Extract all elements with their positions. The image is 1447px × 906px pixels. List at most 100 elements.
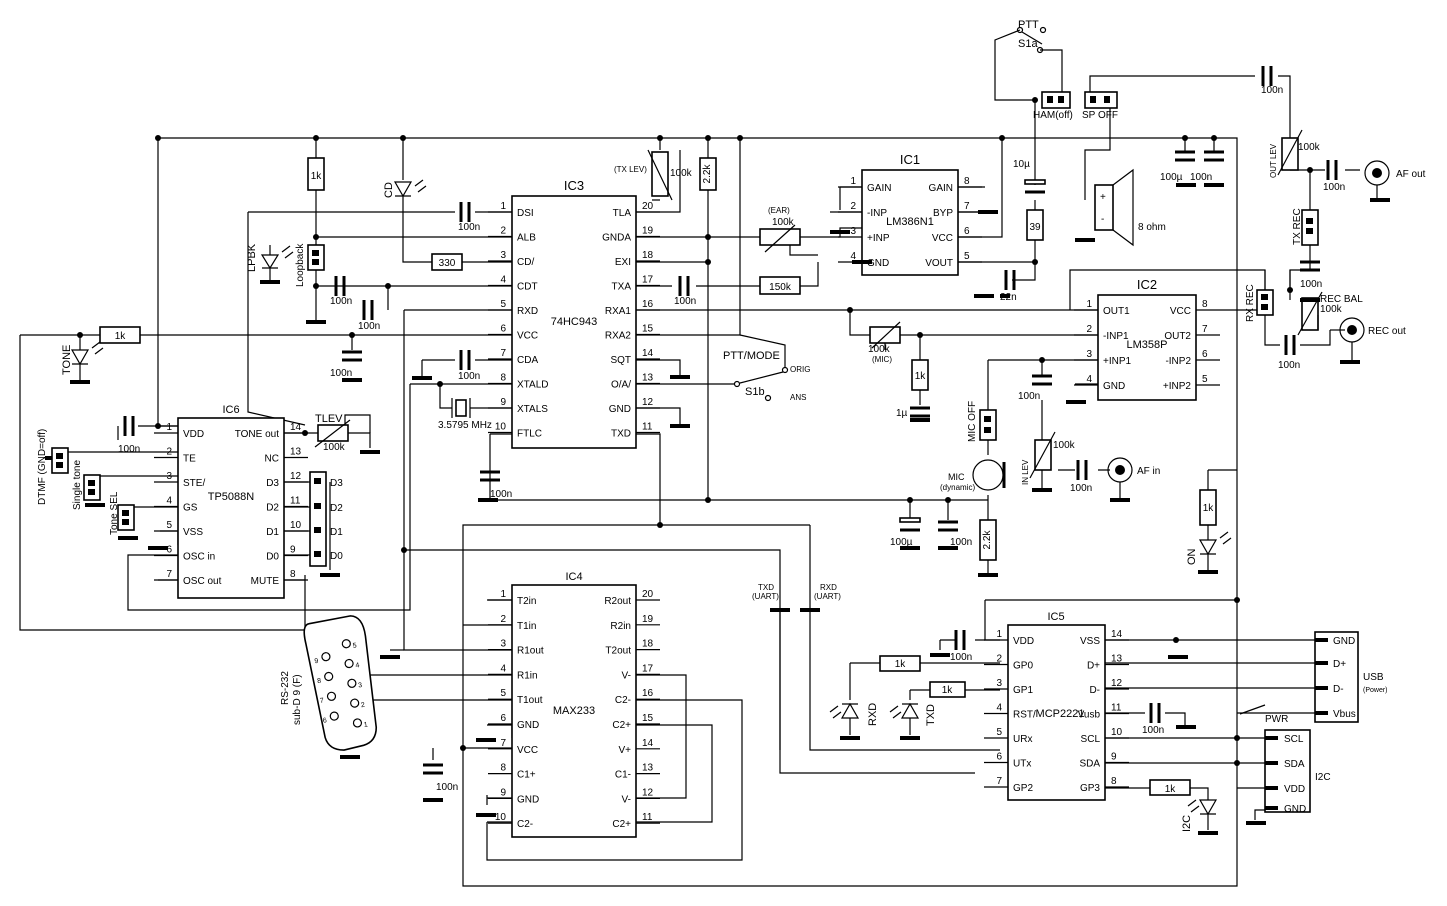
jumpers: Loopback DTMF (GND=off) Single tone Tone… [37, 91, 1319, 567]
ic2-pin-name: -INP2 [1165, 356, 1191, 367]
svg-text:100n: 100n [436, 782, 458, 793]
ic1-lm386: IC1 LM386N1 [861, 152, 959, 276]
ic6-pin-number: 4 [166, 496, 172, 507]
ic1-pin-name: GND [867, 258, 889, 269]
ic6-pin-name: OSC in [183, 552, 215, 563]
svg-text:1k: 1k [895, 659, 907, 670]
svg-text:100n: 100n [950, 652, 972, 663]
ic6-pin-name: D0 [266, 552, 279, 563]
ic2-pin-name: GND [1103, 381, 1125, 392]
svg-text:100n: 100n [358, 321, 380, 332]
svg-text:100n: 100n [330, 368, 352, 379]
svg-text:MIC: MIC [948, 472, 965, 482]
svg-text:-: - [1101, 214, 1104, 225]
ic2-pin-number: 4 [1086, 374, 1092, 385]
crystal: 3.5795 MHz [438, 398, 492, 431]
ic6-pin-name: D2 [266, 503, 279, 514]
cap-cdt-1: 100n [330, 276, 352, 307]
ic3-pin-number: 9 [500, 397, 506, 408]
ic6-pin-number: 12 [290, 471, 302, 482]
svg-text:D1: D1 [330, 527, 343, 538]
cap-dsi: 100n [458, 202, 480, 233]
resistor-1k-rxd: 1k [879, 655, 921, 672]
ic5-pin-number: 13 [1111, 654, 1123, 665]
ic3-pin-number: 19 [642, 226, 654, 237]
ic2-lm358: IC2 LM358P [1097, 277, 1197, 401]
svg-text:100k: 100k [1320, 304, 1343, 315]
ic6-pin-number: 9 [290, 545, 296, 556]
svg-text:100n: 100n [674, 296, 696, 307]
svg-text:2: 2 [361, 702, 366, 709]
ic6-part: TP5088N [208, 491, 255, 503]
ic3-pin-name: O/A/ [611, 380, 631, 391]
svg-text:D2: D2 [330, 503, 343, 514]
ic4-pin-number: 18 [642, 639, 654, 650]
pot-mic: 100k (MIC) [868, 321, 901, 364]
ic2-pin-name: -INP1 [1103, 331, 1129, 342]
svg-text:1k: 1k [942, 685, 954, 696]
pot-in-lev: 100k IN LEV [1021, 431, 1076, 485]
pot-out-lev: 100k OUT LEV [1269, 129, 1321, 178]
ic3-pin-number: 18 [642, 250, 654, 261]
svg-text:1: 1 [363, 722, 368, 729]
ic3-pin-name: XTALS [517, 404, 548, 415]
ic5-pin-number: 14 [1111, 629, 1123, 640]
svg-text:100n: 100n [950, 537, 972, 548]
ic3-pin-name: FTLC [517, 429, 542, 440]
ic5-pin-number: 3 [996, 678, 1002, 689]
resistor-1k-on: 1k [1199, 489, 1217, 526]
ic4-pin-name: R1out [517, 646, 544, 657]
jumper-single-tone: Single tone [72, 460, 101, 510]
resistor-1k-tone: 1k [99, 326, 141, 344]
ic3-pin-number: 12 [642, 397, 654, 408]
ic2-pin-number: 8 [1202, 299, 1208, 310]
svg-text:100k: 100k [772, 217, 795, 228]
ic5-mcp2221: IC5 MCP2221 [1007, 611, 1106, 801]
ic4-pin-number: 1 [500, 589, 506, 600]
ic5-pin-name: SCL [1081, 734, 1101, 745]
ic3-74hc943: IC3 74HC943 [511, 178, 637, 449]
leds: CD LPBK TONE ON RXD TXD I2C [61, 179, 1232, 832]
svg-text:ORIG: ORIG [790, 365, 810, 374]
ic6-pin-name: TONE out [235, 429, 279, 440]
ic2-pin-name: +INP1 [1103, 356, 1132, 367]
ic5-part: MCP2221 [1036, 708, 1085, 720]
svg-text:CD: CD [383, 182, 395, 198]
led-lpbk: LPBK [246, 243, 294, 280]
svg-text:150k: 150k [769, 282, 792, 293]
ic4-pin-name: C2+ [612, 720, 631, 731]
ic3-pin-name: RXA2 [605, 331, 632, 342]
ic6-pin-name: STE/ [183, 478, 205, 489]
ic4-pin-number: 19 [642, 614, 654, 625]
svg-text:ANS: ANS [790, 393, 806, 402]
ic1-pin-number: 3 [850, 226, 856, 237]
ic4-pin-name: C2- [517, 819, 533, 830]
ic4-part: MAX233 [553, 705, 595, 717]
resistor-150k: 150k [759, 276, 801, 295]
svg-text:100n: 100n [118, 444, 140, 455]
ic3-pin-number: 3 [500, 250, 506, 261]
ic4-pin-name: R2in [610, 621, 631, 632]
svg-text:100k: 100k [323, 442, 346, 453]
ic5-pin-number: 11 [1111, 703, 1122, 714]
ic4-pin-number: 11 [642, 812, 653, 823]
ic3-pin-name: CDA [517, 355, 538, 366]
svg-text:GND: GND [1284, 804, 1306, 815]
svg-text:9: 9 [314, 658, 319, 665]
svg-text:Vbus: Vbus [1333, 709, 1356, 720]
led-on: ON [1186, 531, 1232, 570]
svg-text:6: 6 [322, 717, 327, 724]
svg-text:IN LEV: IN LEV [1021, 459, 1030, 485]
svg-text:100n: 100n [1070, 483, 1092, 494]
svg-text:SCL: SCL [1284, 734, 1304, 745]
ic5-pin-number: 10 [1111, 727, 1123, 738]
svg-text:PTT/MODE: PTT/MODE [723, 350, 780, 362]
ic5-pin-name: GP0 [1013, 661, 1033, 672]
cap-100u-top: 100µ [1160, 150, 1195, 183]
svg-text:1k: 1k [915, 371, 927, 382]
svg-text:RX REC: RX REC [1245, 284, 1256, 322]
resistor-1k-mic: 1k [911, 359, 929, 391]
svg-text:4: 4 [355, 662, 360, 669]
svg-text:PTT: PTT [1018, 19, 1039, 31]
ic4-pin-number: 12 [642, 787, 654, 798]
